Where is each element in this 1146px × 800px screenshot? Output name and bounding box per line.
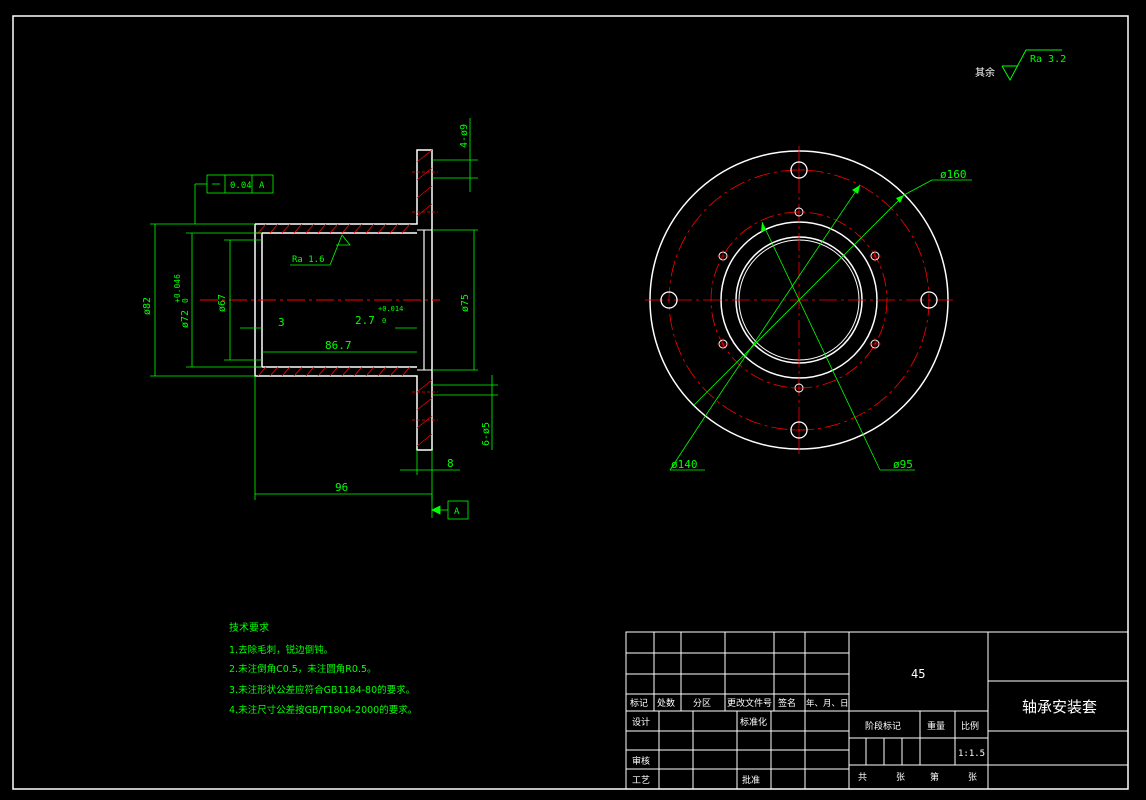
hdr-zone: 分区 bbox=[693, 698, 711, 709]
tech-item-1: 1.去除毛刺，锐边倒钝。 bbox=[229, 644, 333, 656]
roughness-note: 其余 Ra 3.2 bbox=[975, 49, 1066, 82]
total-label: 共 bbox=[858, 772, 867, 783]
dim-holes4: 4-ø9 bbox=[459, 124, 470, 148]
technical-requirements: 技术要求 1.去除毛刺，锐边倒钝。 2.未注倒角C0.5，未注圆角R0.5。 3… bbox=[229, 621, 417, 716]
roughness-label: 其余 bbox=[975, 66, 995, 79]
side-view-dimensions bbox=[150, 118, 498, 520]
drawing-frame bbox=[12, 15, 1129, 790]
scale-label: 比例 bbox=[961, 720, 979, 732]
page-label: 第 bbox=[930, 771, 939, 783]
dim-holes6: 6-ø5 bbox=[481, 422, 492, 446]
dim-len27-tol-upper: +0.014 bbox=[378, 305, 403, 313]
flatness-tolerance: 0.04 bbox=[230, 181, 252, 191]
dim-len27-tol-lower: 0 bbox=[382, 317, 386, 325]
dim-d95: ø95 bbox=[893, 458, 913, 471]
dim-len96: 96 bbox=[335, 481, 348, 494]
process-label: 工艺 bbox=[632, 775, 650, 786]
dim-len3: 3 bbox=[278, 316, 285, 329]
title-block bbox=[625, 631, 1129, 790]
dim-d140: ø140 bbox=[671, 458, 698, 471]
standard-label: 标准化 bbox=[740, 716, 767, 728]
dim-d72-tol-upper: +0.046 bbox=[173, 274, 182, 303]
flatness-datum: A bbox=[259, 181, 265, 191]
dim-d72-tol-lower: 0 bbox=[181, 298, 190, 303]
dim-d72: ø72 bbox=[180, 310, 191, 328]
approve-label: 批准 bbox=[742, 774, 760, 786]
hdr-mark: 标记 bbox=[630, 697, 648, 709]
design-label: 设计 bbox=[632, 716, 650, 728]
dim-len8: 8 bbox=[447, 457, 454, 470]
dim-len867: 86.7 bbox=[325, 339, 352, 352]
tech-item-4: 4.未注尺寸公差按GB/T1804-2000的要求。 bbox=[229, 704, 417, 716]
tech-title: 技术要求 bbox=[229, 621, 269, 634]
dim-len27: 2.7 bbox=[355, 314, 375, 327]
dim-d75: ø75 bbox=[460, 294, 471, 312]
material-label: 45 bbox=[911, 667, 925, 681]
hdr-change-doc: 更改文件号 bbox=[727, 697, 772, 709]
stage-label: 阶段标记 bbox=[865, 720, 901, 732]
hdr-count: 处数 bbox=[657, 697, 675, 709]
tech-item-3: 3.未注形状公差应符合GB1184-80的要求。 bbox=[229, 684, 415, 696]
front-view bbox=[645, 146, 972, 471]
dim-d67: ø67 bbox=[217, 294, 228, 312]
hdr-date: 年、月、日 bbox=[806, 698, 849, 709]
sheet2-label: 张 bbox=[968, 772, 977, 783]
dim-d82: ø82 bbox=[142, 297, 153, 315]
review-label: 审核 bbox=[632, 755, 650, 767]
roughness-value: Ra 3.2 bbox=[1030, 54, 1066, 65]
dim-d160: ø160 bbox=[940, 168, 967, 181]
weight-label: 重量 bbox=[927, 720, 945, 732]
tech-item-2: 2.未注倒角C0.5，未注圆角R0.5。 bbox=[229, 663, 377, 675]
datum-a-label: A bbox=[454, 507, 460, 517]
side-section-view bbox=[200, 149, 440, 451]
sheets-label: 张 bbox=[896, 772, 905, 783]
part-name: 轴承安装套 bbox=[1022, 698, 1097, 716]
ra-bore-label: Ra 1.6 bbox=[292, 255, 325, 265]
scale-value: 1:1.5 bbox=[958, 749, 985, 759]
hdr-sign: 签名 bbox=[778, 697, 796, 709]
